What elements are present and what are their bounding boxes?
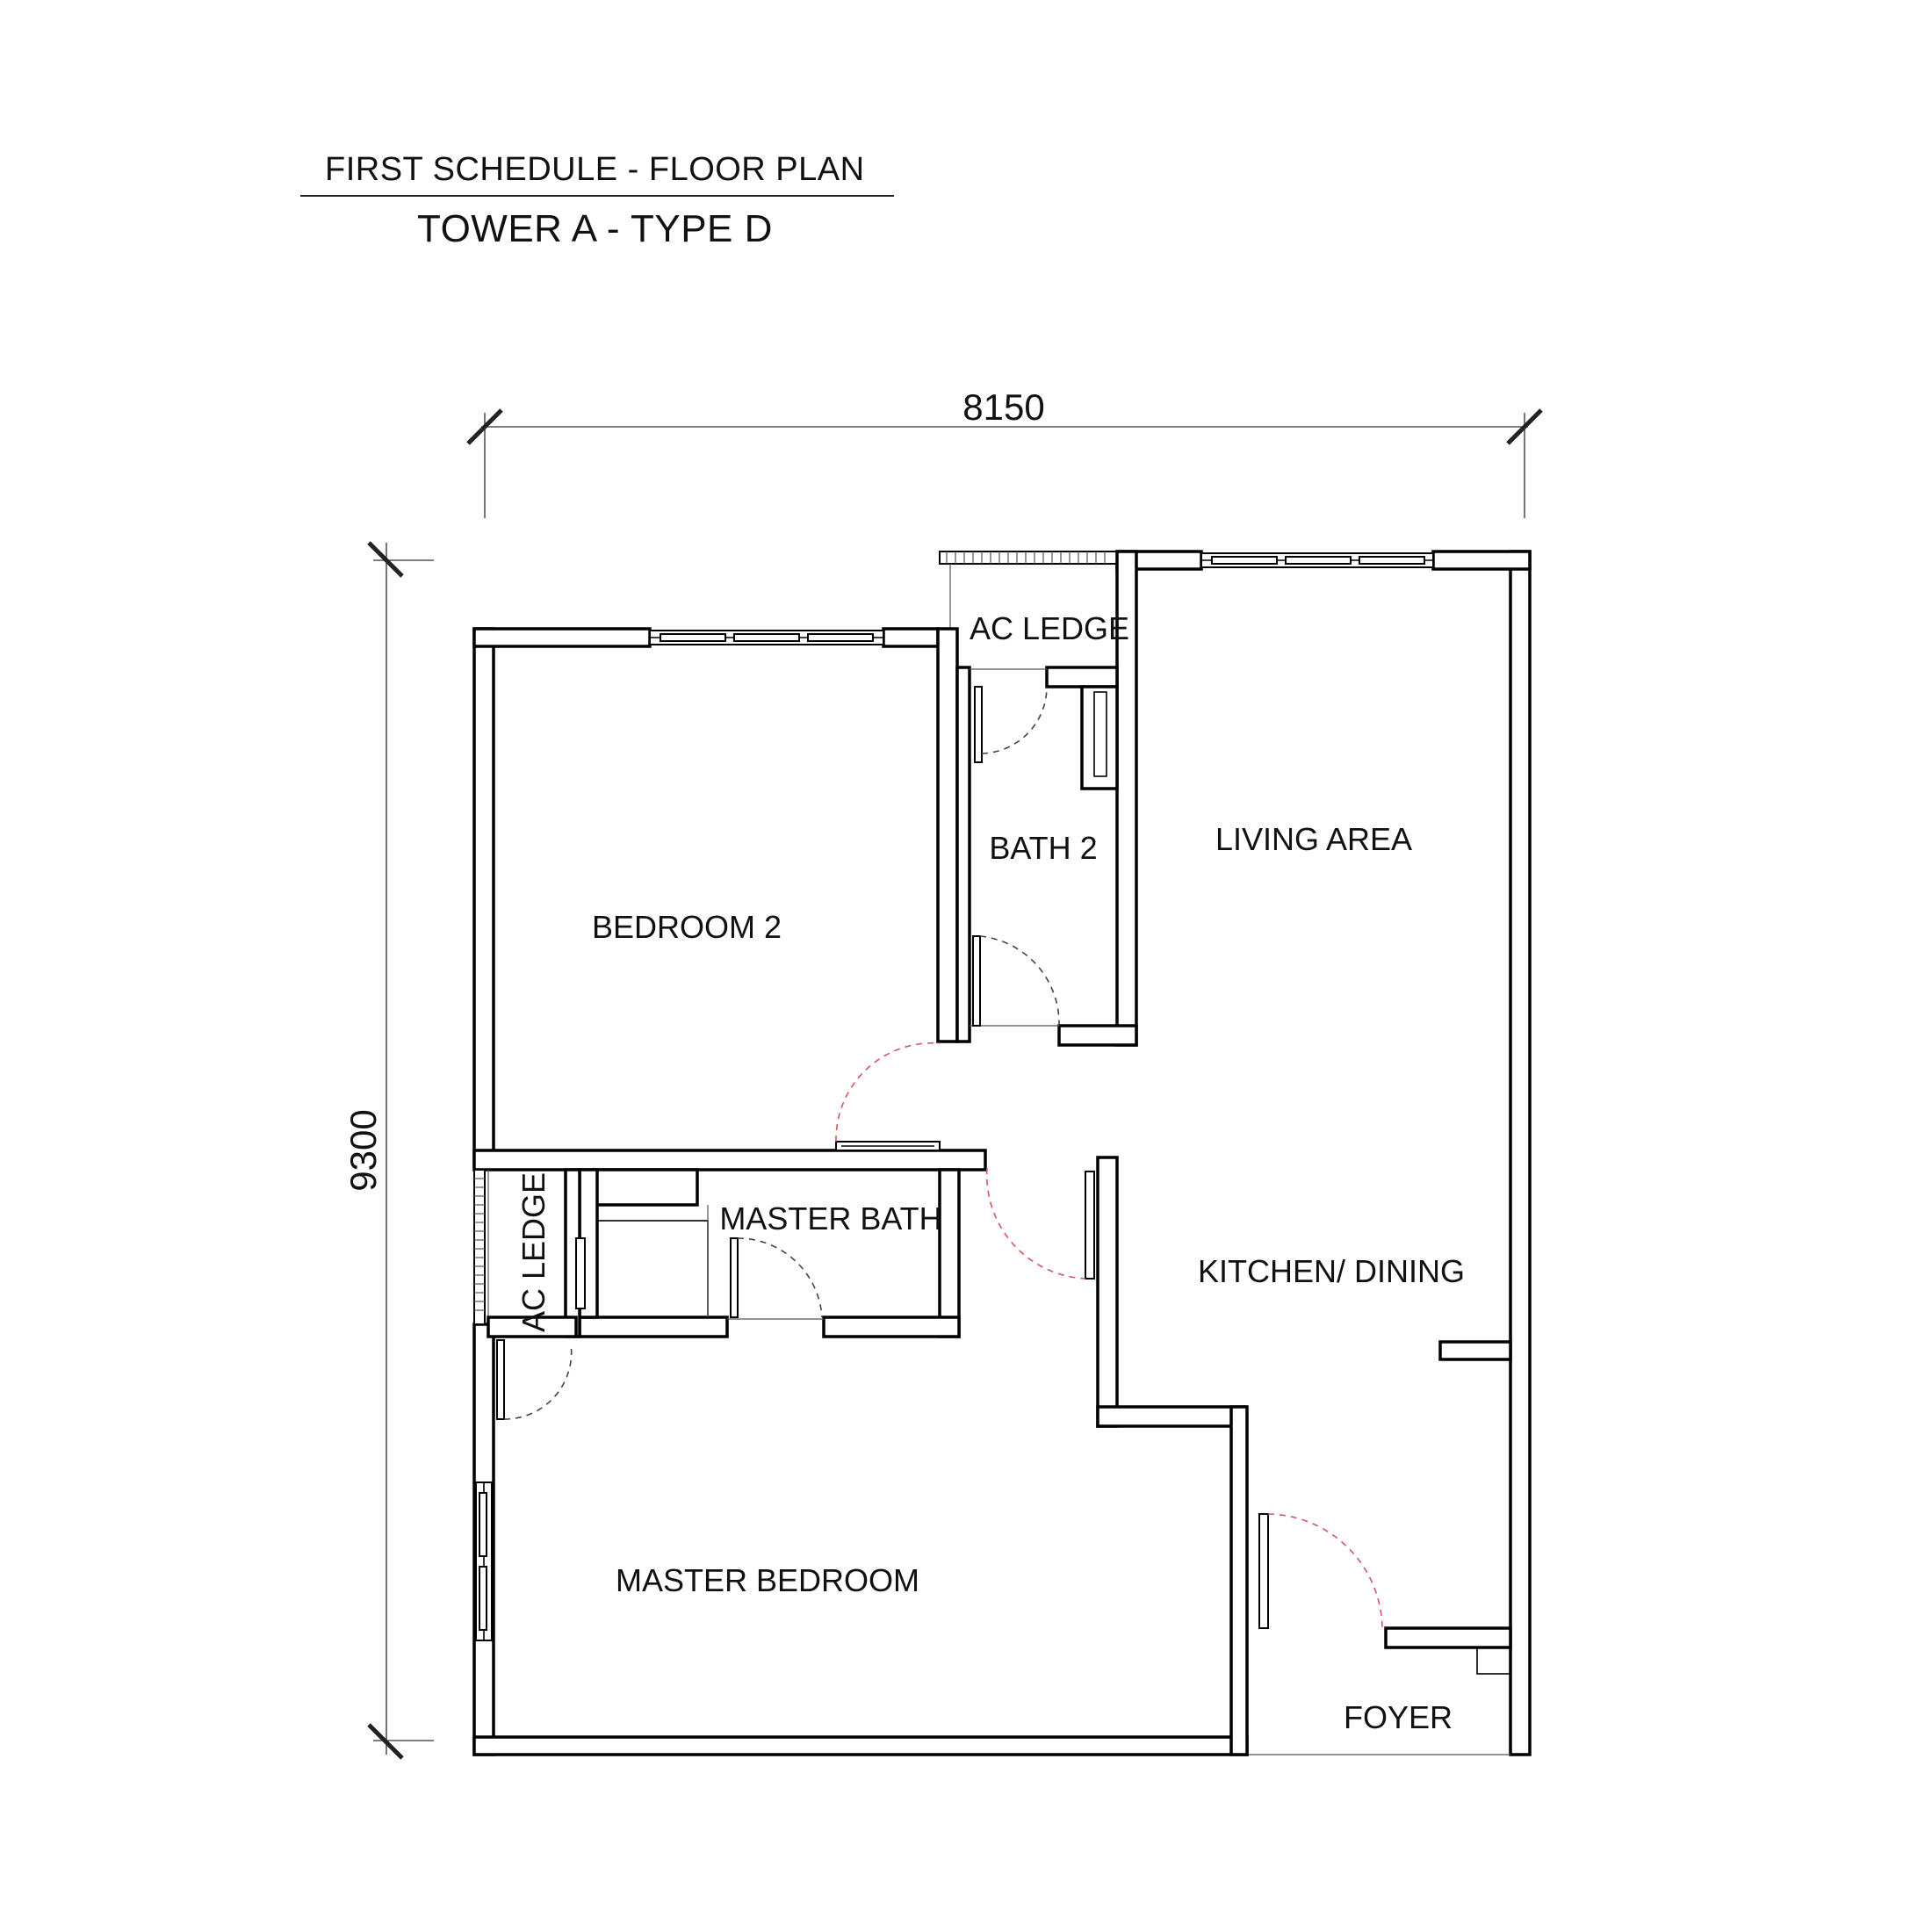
window-living-area	[1200, 552, 1434, 568]
room-label-ac-ledge-side: AC LEDGE	[515, 1172, 551, 1332]
door-master-bath[interactable]	[730, 1237, 823, 1318]
schedule-title: FIRST SCHEDULE - FLOOR PLAN	[325, 151, 865, 188]
room-label-foyer: FOYER	[1344, 1699, 1453, 1735]
room-label-ac-ledge-top: AC LEDGE	[970, 610, 1129, 646]
room-label-master-bath: MASTER BATH	[719, 1200, 941, 1236]
title-underline	[300, 195, 894, 197]
dimension-width: 8150	[466, 386, 1543, 518]
dimension-height-label: 9300	[342, 1109, 384, 1191]
bath-2-walls	[936, 627, 1138, 1047]
room-label-bath-2: BATH 2	[989, 830, 1097, 866]
unit-type-title: TOWER A - TYPE D	[417, 207, 773, 250]
door-master-bedroom[interactable]	[985, 1167, 1095, 1280]
window-master-bedroom	[475, 1481, 493, 1641]
ac-ledge-side	[473, 1168, 586, 1338]
door-bedroom-2[interactable]	[835, 1042, 941, 1151]
room-label-kitchen-dining: KITCHEN/ DINING	[1198, 1253, 1465, 1289]
dimension-width-label: 8150	[962, 386, 1044, 428]
room-label-master-bedroom: MASTER BEDROOM	[616, 1562, 919, 1598]
door-ac-ledge-side[interactable]	[496, 1339, 573, 1420]
window-bedroom-2	[649, 630, 884, 645]
interior-walls-kitchen	[1096, 1156, 1512, 1756]
room-label-bedroom-2: BEDROOM 2	[592, 909, 782, 945]
door-bath-2[interactable]	[972, 935, 1060, 1027]
interior-walls-middle	[472, 1149, 987, 1338]
door-main-entrance[interactable]	[1258, 1513, 1383, 1631]
room-label-living-area: LIVING AREA	[1215, 821, 1412, 857]
door-bath-2-ac-ledge[interactable]	[974, 686, 1048, 763]
dimension-height: 9300	[342, 541, 434, 1760]
